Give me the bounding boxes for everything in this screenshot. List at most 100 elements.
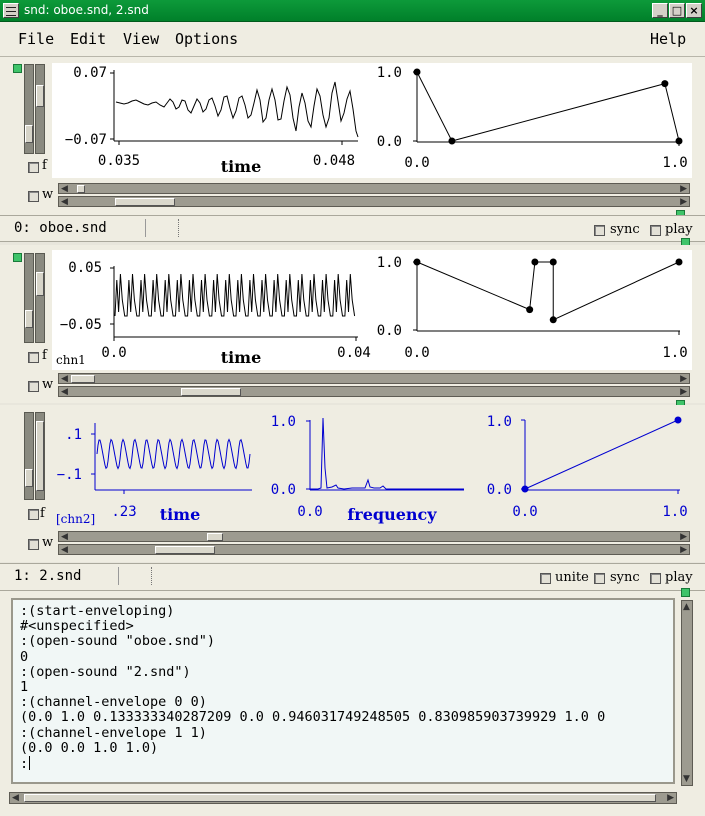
x-position-scrollbar[interactable]: ◀ ▶ — [58, 183, 690, 194]
zoom-y-thumb[interactable] — [25, 310, 33, 328]
position-y-slider[interactable] — [35, 253, 45, 343]
menu-options[interactable]: Options — [175, 30, 239, 48]
listener-line: :(channel-envelope 1 1) — [20, 724, 207, 741]
minimize-button[interactable]: _ — [652, 3, 668, 18]
menu-edit[interactable]: Edit — [70, 30, 107, 48]
position-y-thumb[interactable] — [36, 421, 44, 491]
maximize-button[interactable]: □ — [669, 3, 685, 18]
zoom-y-slider[interactable] — [24, 412, 34, 500]
x-zoom-thumb[interactable] — [115, 198, 175, 206]
x-position-thumb[interactable] — [207, 533, 223, 541]
listener-line: : — [20, 756, 31, 772]
x-position-scrollbar[interactable]: ◀ ▶ — [58, 531, 690, 542]
position-y-slider[interactable] — [35, 412, 45, 500]
scroll-left-icon[interactable]: ◀ — [61, 197, 68, 207]
play-checkbox[interactable] — [650, 225, 661, 236]
envelope-breakpoint[interactable] — [448, 137, 456, 145]
scroll-right-icon[interactable]: ▶ — [680, 197, 687, 207]
scroll-right-icon[interactable]: ▶ — [680, 387, 687, 397]
listener-hscroll-thumb[interactable] — [24, 794, 656, 802]
scroll-right-icon[interactable]: ▶ — [680, 184, 687, 194]
envelope-breakpoint[interactable] — [661, 80, 669, 88]
x-zoom-scrollbar[interactable]: ◀ ▶ — [58, 544, 690, 555]
env-ytop-label: 1.0 — [377, 65, 402, 81]
x-position-thumb[interactable] — [71, 375, 95, 383]
zoom-y-slider[interactable] — [24, 253, 34, 343]
chn1-envelope[interactable] — [413, 258, 683, 324]
scroll-left-icon[interactable]: ◀ — [61, 387, 68, 397]
chn2-envelope[interactable] — [521, 416, 682, 493]
scroll-right-icon[interactable]: ▶ — [680, 532, 687, 542]
wave-ymin-label: −0.07 — [65, 132, 107, 148]
envelope-breakpoint[interactable] — [531, 258, 539, 266]
x-zoom-scrollbar[interactable]: ◀ ▶ — [58, 196, 690, 207]
envelope-breakpoint[interactable] — [549, 316, 557, 324]
menu-bar: File Edit View Options Help — [0, 22, 705, 57]
scroll-up-icon[interactable]: ▲ — [683, 602, 690, 612]
scroll-right-icon[interactable]: ▶ — [667, 793, 674, 803]
zoom-y-slider[interactable] — [24, 64, 34, 154]
window-titlebar[interactable]: snd: oboe.snd, 2.snd _ □ × — [0, 0, 705, 22]
sync-checkbox[interactable] — [594, 225, 605, 236]
window-menu-icon[interactable] — [3, 3, 19, 18]
wave-ymax-label: .1 — [65, 427, 82, 443]
env-ybot-label: 0.0 — [377, 323, 402, 339]
sync-label: sync — [610, 570, 640, 585]
listener-vertical-scrollbar[interactable]: ▲ ▼ — [681, 600, 693, 786]
fft-checkbox[interactable] — [28, 509, 39, 520]
scroll-left-icon[interactable]: ◀ — [61, 532, 68, 542]
scroll-left-icon[interactable]: ◀ — [61, 545, 68, 555]
wave-checkbox[interactable] — [28, 191, 39, 202]
wave-checkbox[interactable] — [28, 539, 39, 550]
envelope-breakpoint[interactable] — [675, 137, 683, 145]
menu-help[interactable]: Help — [650, 30, 687, 48]
listener-horizontal-scrollbar[interactable]: ◀ ▶ — [9, 792, 677, 804]
play-checkbox[interactable] — [650, 573, 661, 584]
scroll-down-icon[interactable]: ▼ — [683, 774, 690, 784]
scroll-left-icon[interactable]: ◀ — [61, 374, 68, 384]
sync-checkbox[interactable] — [594, 573, 605, 584]
menu-view[interactable]: View — [123, 30, 160, 48]
scroll-right-icon[interactable]: ▶ — [680, 545, 687, 555]
position-y-slider[interactable] — [35, 64, 45, 154]
envelope-breakpoint[interactable] — [413, 68, 421, 76]
graph-area[interactable] — [52, 63, 692, 178]
scroll-left-icon[interactable]: ◀ — [12, 793, 19, 803]
envelope-breakpoint[interactable] — [521, 485, 529, 493]
envelope-breakpoint[interactable] — [675, 258, 683, 266]
x-zoom-thumb[interactable] — [181, 388, 241, 396]
pane-sash-handle[interactable] — [13, 253, 22, 262]
envelope-breakpoint[interactable] — [413, 258, 421, 266]
x-position-scrollbar[interactable]: ◀ ▶ — [58, 373, 690, 384]
close-button[interactable]: × — [686, 3, 702, 18]
x-zoom-scrollbar[interactable]: ◀ ▶ — [58, 386, 690, 397]
envelope-breakpoint[interactable] — [674, 416, 682, 424]
oboe-graphs: 0.07 −0.07 0.035 0.048 time 1.0 0.0 0.0 … — [65, 65, 688, 176]
zoom-y-thumb[interactable] — [25, 125, 33, 143]
envelope-breakpoint[interactable] — [526, 306, 534, 314]
scroll-right-icon[interactable]: ▶ — [680, 374, 687, 384]
wave-checkbox[interactable] — [28, 381, 39, 392]
scroll-left-icon[interactable]: ◀ — [61, 184, 68, 194]
envelope-breakpoint[interactable] — [549, 258, 557, 266]
wave-ymax-label: 0.07 — [73, 65, 107, 81]
pane-sash-handle[interactable] — [13, 64, 22, 73]
oboe-envelope[interactable] — [413, 68, 683, 145]
unite-checkbox[interactable] — [540, 573, 551, 584]
chn2-graphs: .1 −.1 .23 time [chn2] 1.0 0.0 0.0 frequ… — [56, 414, 688, 526]
listener-line: 0 — [20, 648, 29, 665]
graph-area[interactable] — [52, 250, 692, 370]
listener-text-area[interactable]: :(start-enveloping)#<unspecified>:(open-… — [11, 598, 675, 784]
unite-label: unite — [555, 570, 589, 585]
x-position-thumb[interactable] — [77, 185, 85, 193]
sound-status-bar — [0, 215, 705, 242]
position-y-thumb[interactable] — [36, 272, 44, 296]
menu-file[interactable]: File — [18, 30, 55, 48]
fft-checkbox[interactable] — [28, 162, 39, 173]
zoom-y-thumb[interactable] — [25, 469, 33, 487]
position-y-thumb[interactable] — [36, 85, 44, 107]
pane-sash-handle[interactable] — [681, 588, 690, 597]
wave-checkbox-label: w — [42, 377, 54, 392]
fft-checkbox[interactable] — [28, 352, 39, 363]
x-zoom-thumb[interactable] — [155, 546, 215, 554]
